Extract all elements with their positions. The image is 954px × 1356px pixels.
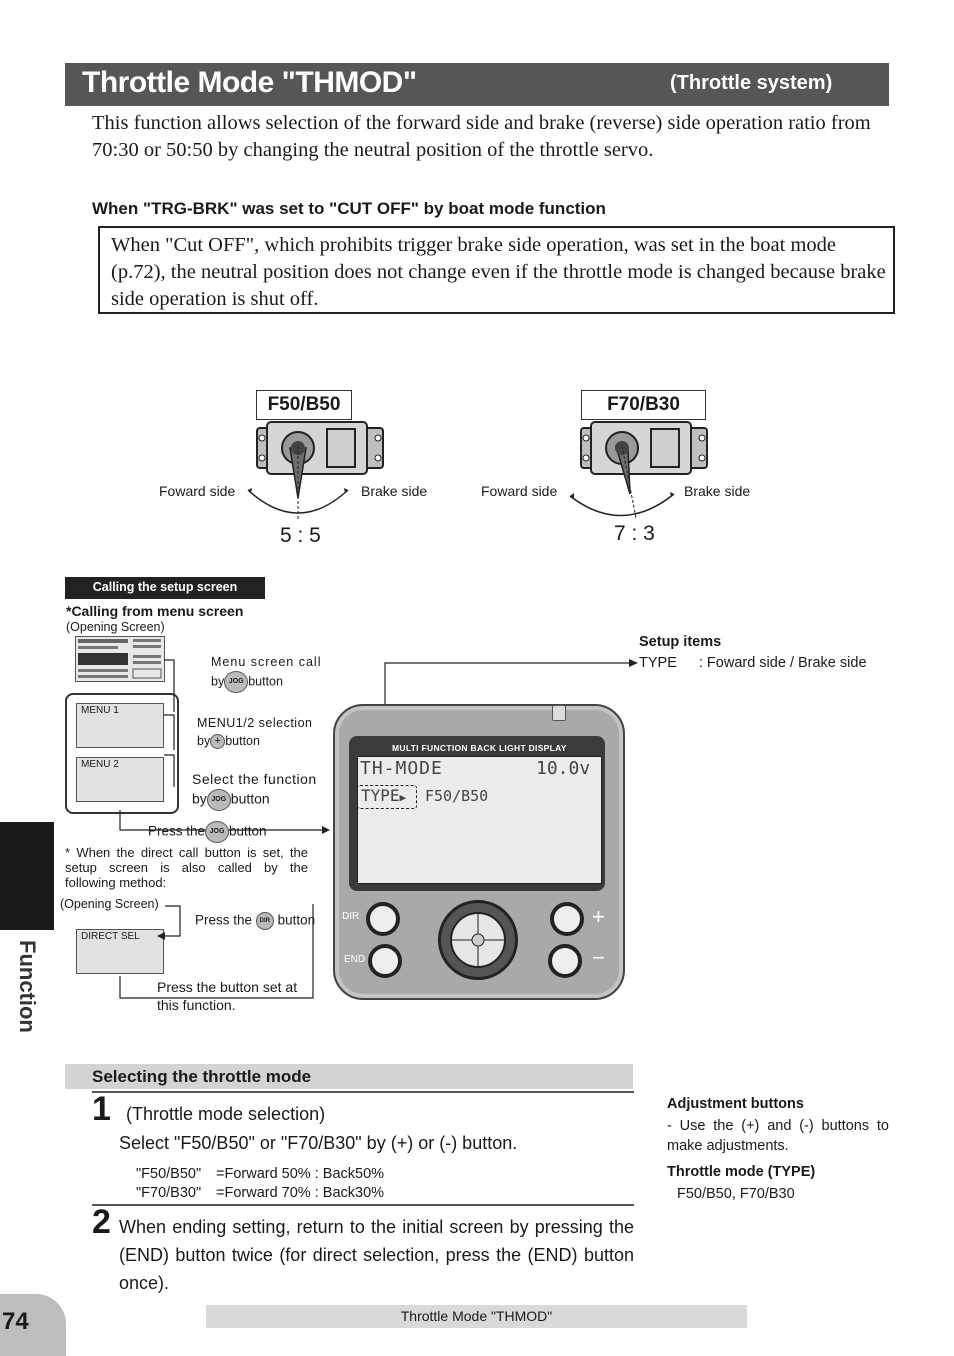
section-rule-1	[92, 1091, 634, 1093]
lcd-screen	[357, 756, 602, 884]
step-1-text: Select "F50/B50" or "F70/B30" by (+) or …	[119, 1133, 518, 1153]
menu1-box: MENU 1	[76, 703, 164, 748]
servo2-ratio: 7 : 3	[614, 522, 655, 545]
menu-selection-by: by+button	[197, 734, 260, 750]
power-led	[552, 705, 566, 721]
opening-screen-caption: (Opening Screen)	[66, 620, 165, 634]
menu-selection-label: MENU1/2 selection	[197, 716, 313, 730]
servo1-forward-label: Foward side	[159, 483, 236, 499]
menu-frame	[65, 693, 179, 814]
minus-button[interactable]	[548, 944, 582, 978]
servo-diagram-f70	[569, 421, 708, 519]
title-bar	[65, 63, 889, 106]
servo1-ratio: 5 : 5	[280, 524, 321, 547]
minus-sign-icon: −	[592, 945, 605, 970]
jog-button-icon: JOG	[206, 789, 231, 811]
lcd-type-label: TYPE▶	[361, 786, 407, 805]
menu2-box: MENU 2	[76, 757, 164, 802]
setup-tag: Calling the setup screen	[65, 577, 265, 599]
adjustment-heading: Adjustment buttons	[667, 1096, 804, 1112]
servo-diagram-f50	[247, 421, 384, 520]
side-tab-label: Function	[15, 940, 40, 1033]
table-row: "F50/B50"=Forward 50% : Back50%	[136, 1166, 385, 1182]
end-label: END	[344, 954, 366, 965]
step-1-table: "F50/B50"=Forward 50% : Back50% "F70/B30…	[136, 1165, 384, 1203]
setup-items-type: TYPE: Foward side / Brake side	[639, 655, 867, 671]
setup-flow-lines	[119, 659, 330, 834]
menu-display: DISPLAY	[528, 743, 567, 753]
lcd-voltage: 10.0v	[536, 758, 591, 779]
lcd-type-value: F50/B50	[425, 787, 489, 805]
menu-back: BACK	[470, 743, 497, 753]
section-title: Selecting the throttle mode	[92, 1067, 312, 1086]
setup-items-heading: Setup items	[639, 634, 722, 650]
side-tab-block	[0, 822, 54, 930]
from-menu-heading: *Calling from menu screen	[66, 603, 244, 619]
step-1-title: (Throttle mode selection)	[126, 1104, 326, 1124]
servo2-forward-label: Foward side	[481, 483, 558, 499]
menu-function: FUNCTION	[421, 743, 468, 753]
throttle-mode-heading: Throttle mode (TYPE)	[667, 1164, 816, 1180]
opening-screen-caption-2: (Opening Screen)	[60, 897, 159, 911]
step-2-number: 2	[92, 1203, 111, 1241]
intro-paragraph: This function allows selection of the fo…	[92, 112, 871, 161]
select-function-label: Select the function	[192, 771, 317, 787]
direct-sel-box: DIRECT SEL	[76, 929, 164, 974]
plus-sign-icon: +	[592, 904, 605, 929]
cutoff-note-box: When "Cut OFF", which prohibits trigger …	[98, 226, 895, 314]
jog-button-icon: JOG	[205, 821, 230, 843]
dir-label: DIR	[342, 911, 360, 922]
servo-label-f50: F50/B50	[256, 390, 352, 420]
press-dir-label: Press the DIR button	[195, 912, 315, 930]
menu-call-label: Menu screen call	[211, 655, 322, 669]
servo2-brake-label: Brake side	[684, 483, 751, 499]
menu-multi: MULTI	[392, 743, 419, 753]
page-subtitle: (Throttle system)	[670, 72, 833, 94]
plus-button-icon: +	[210, 734, 226, 750]
screen-menu-bar: MULTI FUNCTION BACK LIGHT DISPLAY	[392, 743, 582, 753]
menu-light: LIGHT	[498, 743, 526, 753]
page-number-tab	[0, 1294, 66, 1356]
servo-label-f70: F70/B30	[581, 390, 706, 420]
dir-button-icon: DIR	[255, 912, 274, 930]
press-set-label: Press the button set at this function.	[157, 979, 298, 1013]
step-1-number: 1	[92, 1090, 111, 1128]
page-title: Throttle Mode "THMOD"	[82, 66, 417, 99]
footer-bar: Throttle Mode "THMOD"	[206, 1305, 747, 1328]
direct-flow-lines	[119, 904, 314, 999]
lcd-type-cursor	[357, 785, 417, 809]
opening-screen-thumbnail	[75, 636, 165, 682]
throttle-mode-values: F50/B50, F70/B30	[677, 1186, 795, 1202]
servo1-brake-label: Brake side	[361, 483, 428, 499]
section-bar	[65, 1064, 633, 1089]
jog-dial-cross-icon	[450, 912, 506, 968]
jog-button-icon: JOG	[224, 671, 249, 693]
step-2-text: When ending setting, return to the initi…	[119, 1217, 634, 1293]
plus-button[interactable]	[550, 902, 584, 936]
dir-button[interactable]	[366, 902, 400, 936]
lcd-title: TH-MODE	[360, 758, 443, 779]
direct-call-note: * When the direct call button is set, th…	[65, 845, 308, 890]
page-number: 74	[2, 1308, 29, 1335]
table-row: "F70/B30"=Forward 70% : Back30%	[136, 1185, 385, 1201]
end-button[interactable]	[368, 944, 402, 978]
cutoff-heading: When "TRG-BRK" was set to "CUT OFF" by b…	[92, 199, 606, 218]
section-rule-2	[92, 1204, 634, 1206]
adjustment-text: - Use the (+) and (-) buttons to make ad…	[667, 1118, 889, 1154]
